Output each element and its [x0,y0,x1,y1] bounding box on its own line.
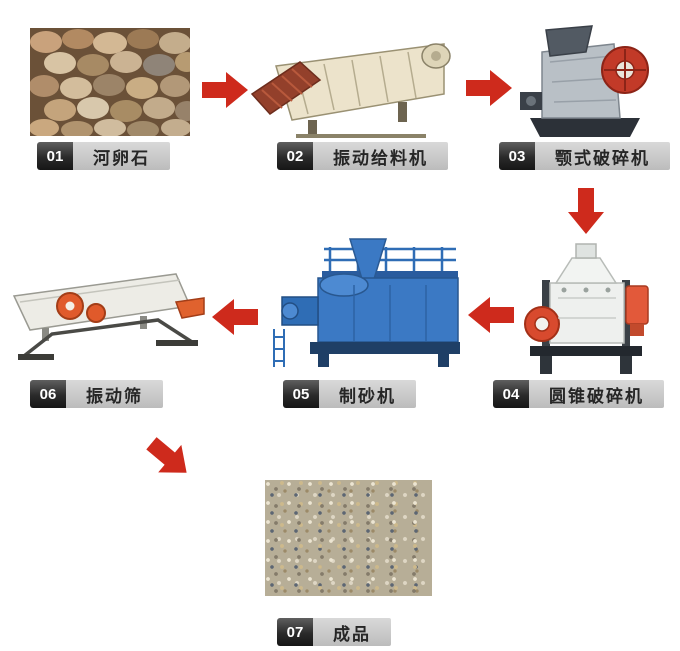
jaw-crusher-illustration [512,22,657,140]
cone-crusher-illustration [512,228,660,378]
arrow-step2-to-step3 [466,68,512,108]
step-label-07: 07 成品 [277,618,391,646]
arrow-step5-to-step6 [212,297,258,337]
step-name-river-pebbles: 河卵石 [73,142,170,170]
step-label-06: 06 振动筛 [30,380,163,408]
step-number-badge: 07 [277,618,313,646]
step-name-sand-maker: 制砂机 [319,380,416,408]
cone-crusher-drawing [524,243,649,374]
arrow-step4-to-step5 [468,295,514,335]
jaw-crusher-drawing [520,25,649,137]
step-label-04: 04 圆锥破碎机 [493,380,664,408]
step-name-vibrating-feeder: 振动给料机 [313,142,448,170]
step-number-badge: 03 [499,142,535,170]
step-name-vibrating-screen: 振动筛 [66,380,163,408]
sand-making-machine-illustration [266,233,464,371]
arrow-step3-to-step4 [566,188,606,234]
vibrating-screen-drawing [12,273,205,360]
pebbles-illustration [30,28,190,136]
step-number-badge: 02 [277,142,313,170]
river-pebbles-photo [30,28,190,136]
vibrating-feeder-drawing [250,43,451,138]
step-name-finished-product: 成品 [313,618,391,646]
step-number-badge: 05 [283,380,319,408]
step-label-03: 03 颚式破碎机 [499,142,670,170]
arrow-step6-to-step7 [139,428,200,488]
sand-maker-drawing [273,238,460,367]
step-label-02: 02 振动给料机 [277,142,448,170]
step-number-badge: 04 [493,380,529,408]
step-label-05: 05 制砂机 [283,380,416,408]
vibrating-screen-illustration [8,262,208,364]
step-name-cone-crusher: 圆锥破碎机 [529,380,664,408]
step-number-badge: 01 [37,142,73,170]
step-label-01: 01 河卵石 [37,142,170,170]
arrow-step1-to-step2 [202,70,248,110]
vibrating-feeder-illustration [248,28,458,140]
step-number-badge: 06 [30,380,66,408]
finished-sand-photo [265,480,432,596]
step-name-jaw-crusher: 颚式破碎机 [535,142,670,170]
